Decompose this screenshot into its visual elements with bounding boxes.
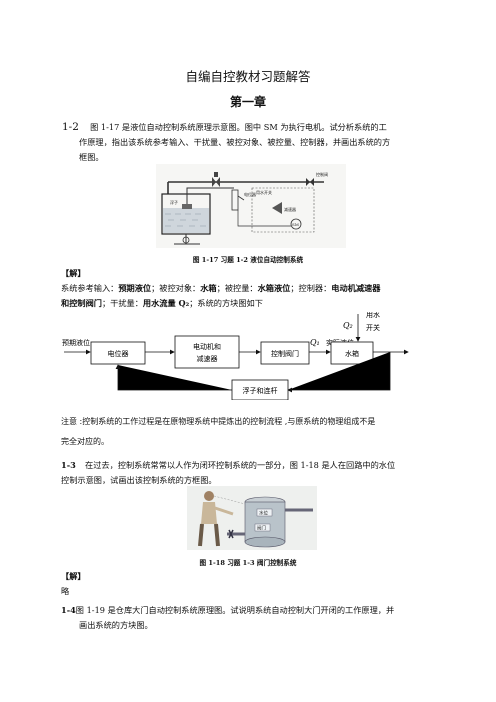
control-valve-icon — [306, 178, 314, 186]
motor — [290, 218, 302, 230]
q2-label: Q₂ — [343, 321, 353, 330]
answer-fragment: ；干扰量： — [101, 298, 143, 308]
q1-label: Q₁ — [310, 338, 320, 347]
document-title: 自编自控教材习题解答 — [185, 69, 311, 84]
chapter-heading: 第一章 — [229, 95, 266, 109]
figure-1-18-illustration: 水位 阀门 — [187, 486, 317, 550]
block-control-valve — [260, 341, 310, 365]
question-1-3: 1-3 在过去，控制系统常常以人作为闭环控制系统的一部分，图 1-18 是人在回… — [61, 458, 451, 474]
figure-caption: 图 1-17 习题 1-2 液位自动控制系统 — [192, 256, 304, 264]
question-text-line: 图 1-17 是液位自动控制系统原理示意图。图中 SM 为执行电机。试分析系统的… — [90, 122, 387, 132]
figure-label-control-valve: 控制阀 — [316, 171, 328, 177]
block-label: 电位器 — [108, 349, 129, 358]
answer-term: 预期液位 — [118, 283, 152, 293]
figure-label-potentiometer: 电位器 — [244, 191, 256, 197]
block-label: 浮子和连杆 — [243, 386, 278, 395]
answer-term: 水箱液位 — [257, 283, 291, 293]
answer-fragment: 系统参考输入： — [61, 283, 119, 293]
answer-text: 和控制阀门；干扰量：用水流量 Q₂；系统的方块图如下 — [61, 296, 441, 312]
linkage — [186, 187, 234, 204]
figure-label-motor: SM — [292, 222, 299, 227]
note-line: 注意 :控制系统的工作过程是在原物理系统中提炼出的控制流程 ,与原系统的物理组成… — [61, 417, 376, 426]
figure-1-17-schematic: 浮子 电位器 减速器 SM 控制阀 用水开关 — [156, 164, 346, 248]
disturbance-label: 开关 — [366, 323, 380, 332]
block-motor-reducer — [174, 335, 240, 369]
block-label: 减速器 — [197, 354, 218, 363]
question-text-line: 作原理，指出该系统参考输入、干扰量、被控对象、被控量、控制器，并画出系统的方 — [79, 137, 391, 147]
figure-label-switch: 用水开关 — [256, 189, 272, 195]
answer-term: 电动机减速器 — [331, 283, 381, 293]
question-number: 1-2 — [62, 121, 79, 133]
potentiometer — [231, 189, 239, 211]
question-1-2: 1-2 图 1-17 是液位自动控制系统原理示意图。图中 SM 为执行电机。试分… — [62, 120, 442, 136]
question-1-4: 1-4图 1-19 是仓库大门自动控制系统原理图。试说明系统自动控制大门开闭的工… — [61, 603, 451, 619]
block-potentiometer — [90, 341, 146, 365]
figure-label-float: 浮子 — [170, 199, 178, 205]
reducer-icon — [272, 202, 282, 214]
answer-term: 水箱 — [200, 283, 217, 293]
answer-text: 略 — [61, 586, 70, 596]
hand-valve-icon — [228, 529, 234, 539]
disturbance-label: 用水 — [366, 312, 380, 319]
water-tank — [244, 501, 286, 543]
block-label: 电动机和 — [193, 342, 221, 351]
answer-term: 和控制阀门 — [61, 298, 102, 308]
question-text-line: 框图。 — [79, 152, 104, 162]
figure-label-valve: 阀门 — [257, 525, 266, 532]
question-text-line: 在过去，控制系统常常以人作为闭环控制系统的一部分，图 1-18 是人在回路中的水… — [85, 460, 396, 470]
answer-text: 系统参考输入：预期液位；被控对象：水箱；被控量：水箱液位；控制器：电动机减速器 — [61, 281, 441, 297]
question-number: 1-3 — [61, 460, 76, 470]
person-head — [204, 491, 214, 501]
valve-icon — [212, 177, 220, 187]
block-diagram: 预期液位 实际液位 用水 开关 Q₂ Q₁ 电位器 电动机和 减速器 控制阀门 … — [62, 312, 409, 400]
answer-fragment: ；被控对象： — [151, 283, 201, 293]
input-label: 预期液位 — [62, 338, 90, 347]
answer-header: 【解】 — [61, 268, 86, 278]
figure-label-reducer: 减速器 — [284, 206, 296, 212]
answer-fragment: ；系统的方块图如下 — [189, 298, 263, 308]
block-label: 水箱 — [345, 349, 359, 358]
answer-fragment: ；控制器： — [290, 283, 332, 293]
question-text-line: 画出系统的方块图。 — [79, 620, 153, 630]
question-text-line: 控制示意图，试画出该控制系统的方框图。 — [61, 475, 217, 485]
answer-header: 【解】 — [61, 571, 86, 581]
answer-term: 用水流量 Q₂ — [142, 298, 190, 308]
question-number: 1-4 — [61, 605, 76, 615]
note-line: 完全对应的。 — [61, 437, 109, 446]
block-water-tank — [330, 341, 374, 365]
question-text-line: 图 1-19 是仓库大门自动控制系统原理图。试说明系统自动控制大门开闭的工作原理… — [75, 605, 395, 615]
figure-label-level: 水位 — [259, 510, 268, 517]
float — [182, 204, 192, 209]
answer-fragment: ；被控量： — [216, 283, 258, 293]
figure-caption: 图 1-18 习题 1-3 阀门控制系统 — [199, 559, 297, 567]
block-label: 控制阀门 — [271, 349, 299, 358]
